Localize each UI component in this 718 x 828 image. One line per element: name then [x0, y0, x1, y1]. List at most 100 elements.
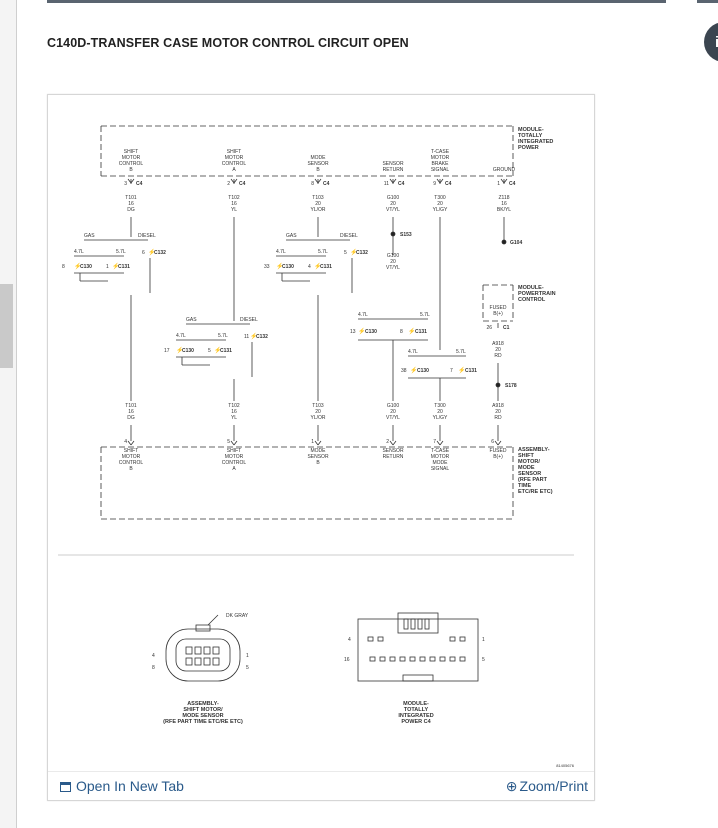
top-terminal-name: MOTOR: [225, 155, 244, 161]
pin-number: 16: [344, 657, 350, 663]
wire-code: 20: [390, 259, 396, 265]
module-pcm-label: CONTROL: [518, 297, 546, 303]
top-terminal-name: SENSOR: [382, 161, 404, 167]
connector-pin: [127, 178, 132, 184]
connector-pin: [429, 656, 436, 662]
connector-symbol: ⚡: [350, 248, 357, 256]
assembly-label: (RFE PART: [518, 477, 548, 483]
connector-pin: [233, 178, 238, 184]
engine-label: 5.7L: [420, 312, 430, 318]
connector-id: C131: [415, 329, 427, 335]
connector-pin: [194, 657, 202, 666]
top-terminal-name: SIGNAL: [431, 167, 450, 173]
connector-id: C130: [417, 368, 429, 374]
wire-code: 16: [128, 201, 134, 207]
info-icon: i: [715, 34, 718, 51]
connector-face: [175, 638, 231, 672]
wire-code: G100: [387, 403, 399, 409]
connector-symbol: ⚡: [176, 346, 183, 354]
bottom-terminal-name: B: [129, 466, 133, 472]
engine-label: 4.7L: [358, 312, 368, 318]
connector-leader: [207, 614, 219, 626]
connector-symbol: ⚡: [408, 327, 415, 335]
wire-code: T102: [228, 195, 240, 201]
connector-pin: [500, 178, 505, 184]
bottom-terminal-name: SENSOR: [382, 448, 404, 454]
wire-code: A918: [492, 341, 504, 347]
connector-pin: [436, 178, 441, 184]
zoom-print-link[interactable]: ⊕Zoom/Print: [506, 778, 588, 795]
connector-pin: [185, 657, 193, 666]
bottom-terminal-name: CONTROL: [222, 460, 247, 466]
bottom-terminal-name: MOTOR: [431, 454, 450, 460]
ground-splice: [501, 239, 507, 245]
bottom-terminal-name: MODE: [433, 460, 449, 466]
scrollbar-thumb[interactable]: [0, 284, 13, 368]
variant-label: GAS: [84, 233, 95, 239]
connector-pin: [203, 646, 211, 655]
connector-pin: [317, 440, 322, 446]
engine-label: 5.7L: [456, 349, 466, 355]
engine-label: 4.7L: [74, 249, 84, 255]
splice-s153: [390, 231, 396, 237]
zoom-icon: ⊕: [505, 778, 518, 794]
connector-caption: SHIFT MOTOR/: [183, 707, 223, 713]
connector-pin: [212, 646, 220, 655]
splice-id: S178: [505, 383, 517, 389]
engine-label: 5.7L: [116, 249, 126, 255]
engine-label: 5.7L: [218, 333, 228, 339]
connector-pin: [203, 657, 211, 666]
wire-code: VT/YL: [386, 265, 400, 271]
assembly-label: SENSOR: [518, 471, 541, 477]
pcm-terminal-name: FUSED: [490, 305, 507, 311]
splice-s178: [495, 382, 501, 388]
connector-pin: [439, 656, 446, 662]
top-terminal-name: MOTOR: [122, 155, 141, 161]
connector-id: C4: [239, 181, 246, 187]
top-terminal-name: MOTOR: [431, 155, 450, 161]
connector-id: C130: [80, 264, 92, 270]
connector-pin: [314, 440, 319, 446]
connector-key: [402, 674, 434, 682]
open-in-new-tab-link[interactable]: Open In New Tab: [60, 778, 184, 794]
pin-number: 9: [433, 181, 436, 187]
bottom-terminal-name: FUSED: [490, 448, 507, 454]
wire-code: YL/GY: [433, 207, 448, 213]
variant-label: DIESEL: [138, 233, 156, 239]
connector-id: C131: [320, 264, 332, 270]
connector-pin: [317, 178, 322, 184]
new-tab-icon: [60, 782, 71, 792]
bottom-terminal-name: SIGNAL: [431, 466, 450, 472]
top-terminal-name: BRAKE: [432, 161, 450, 167]
wire-code: 20: [390, 201, 396, 207]
left-scrollbar[interactable]: [0, 0, 17, 828]
open-in-new-tab-label: Open In New Tab: [76, 778, 184, 794]
connector-pin: [419, 656, 426, 662]
pin-number: 1: [482, 637, 485, 643]
top-divider: [47, 0, 666, 3]
wire-code: 16: [501, 201, 507, 207]
wire-code: VT/YL: [386, 207, 400, 213]
bottom-terminal-name: SHIFT: [124, 448, 138, 454]
connector-pin: [459, 656, 466, 662]
connector-id: C4: [398, 181, 405, 187]
assembly-label: MODE: [518, 465, 535, 471]
connector-id: C132: [256, 334, 268, 340]
connector-pin: [459, 636, 466, 642]
engine-label: 4.7L: [408, 349, 418, 355]
wire-code: 20: [437, 409, 443, 415]
pin-number: 1: [497, 181, 500, 187]
wire-code: YL: [231, 207, 237, 213]
connector-pin: [233, 440, 238, 446]
info-button[interactable]: i: [704, 22, 718, 62]
connector-pin: [389, 440, 394, 446]
connector-symbol: ⚡: [250, 332, 257, 340]
pin-number: 8: [400, 329, 403, 335]
wire-code: T101: [125, 403, 137, 409]
pin-number: 4: [308, 264, 311, 270]
wire-code: T102: [228, 403, 240, 409]
connector-pin: [127, 440, 132, 446]
connector-symbol: ⚡: [112, 262, 119, 270]
connector-pin: [436, 440, 441, 446]
connector-symbol: ⚡: [148, 248, 155, 256]
